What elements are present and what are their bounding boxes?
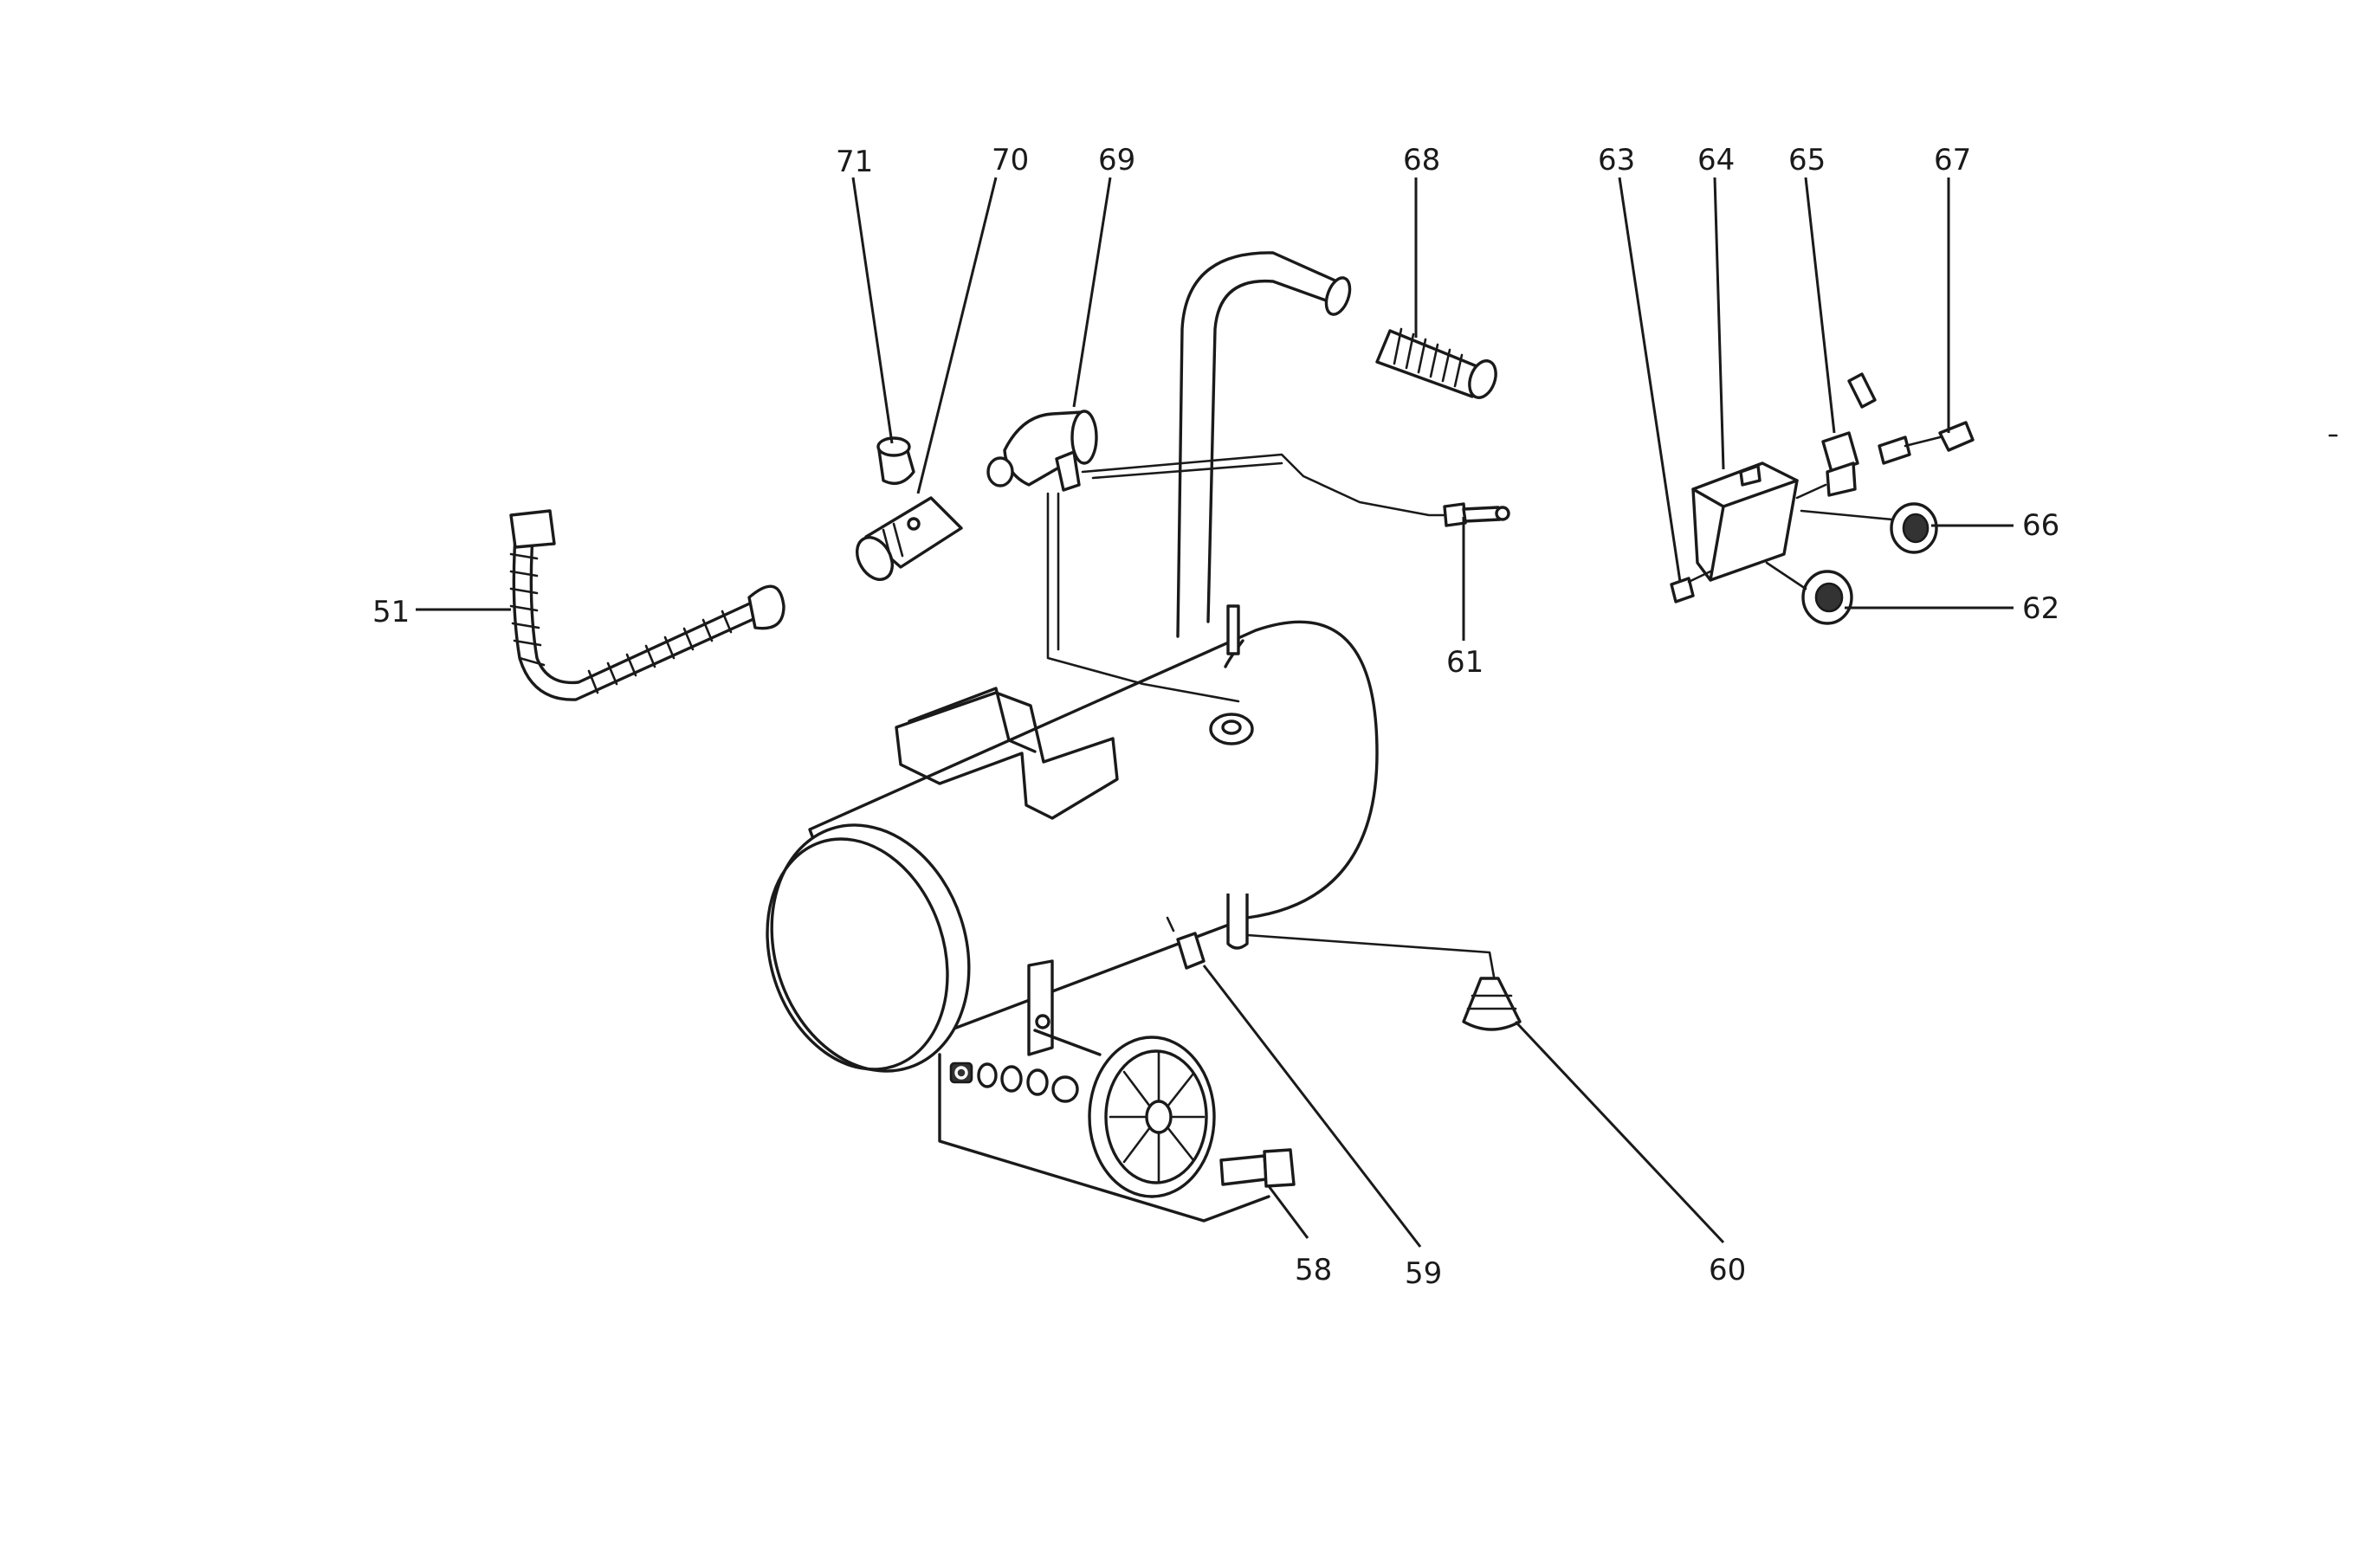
connector-fitting-61 [1443, 502, 1510, 527]
flex-hose [509, 509, 785, 701]
air-tank [766, 620, 1379, 1073]
tank-carry-handle [895, 687, 1119, 820]
callout-58: 58 [1295, 1253, 1332, 1287]
callout-65: 65 [1788, 143, 1826, 177]
callout-63: 63 [1598, 143, 1635, 177]
delivery-pipe [1176, 251, 1352, 638]
pressure-switch-64 [1691, 461, 1799, 582]
gauge-62 [1765, 561, 1853, 625]
wheel-assembly [938, 1029, 1296, 1223]
callout-59: 59 [1405, 1256, 1442, 1291]
callout-64: 64 [1697, 143, 1735, 177]
connector-67 [1878, 421, 1975, 465]
callout-66: 66 [2022, 508, 2059, 543]
callout-67: 67 [1934, 143, 1971, 177]
check-valve-63 [1670, 570, 1712, 603]
regulator-65 [1795, 431, 1859, 500]
callout-labels: 51 71 70 69 68 63 64 65 67 66 62 61 58 5… [372, 143, 2059, 1291]
wheel-bracket [1027, 959, 1054, 1056]
callout-62: 62 [2022, 591, 2059, 626]
connector-65a [1847, 372, 1877, 409]
gauge-66 [1800, 502, 1938, 554]
rubber-foot-60 [1245, 933, 1522, 1031]
leader-lines [416, 177, 2014, 1248]
nipple-fitting-70 [856, 496, 963, 581]
callout-51: 51 [372, 595, 410, 629]
callout-60: 60 [1709, 1253, 1746, 1287]
callout-71: 71 [836, 145, 873, 179]
tank-support-foot [1226, 894, 1249, 950]
tank-outlet-fitting [1209, 713, 1254, 745]
callout-68: 68 [1403, 143, 1440, 177]
cap-71 [876, 436, 915, 485]
air-tubes [1046, 453, 1457, 703]
callout-61: 61 [1446, 645, 1484, 680]
tank-rear-fitting [1226, 604, 1240, 655]
callout-70: 70 [992, 143, 1029, 177]
valve-tee [986, 410, 1098, 492]
callout-69: 69 [1098, 143, 1135, 177]
drain-valve-59 [1166, 916, 1206, 970]
handle-grip [1375, 327, 1497, 399]
